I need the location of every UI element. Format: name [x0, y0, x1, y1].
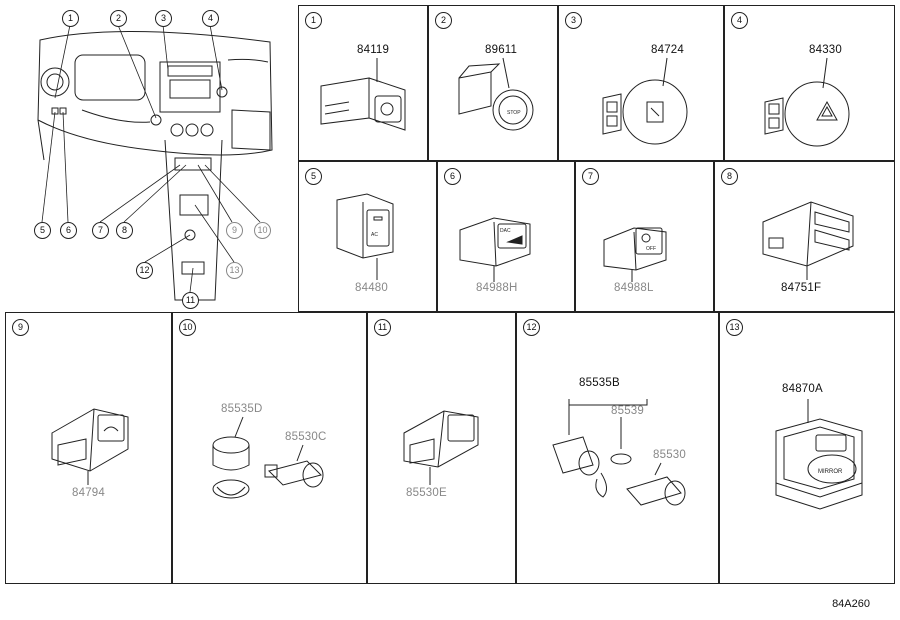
- part-number: 84988L: [614, 282, 654, 294]
- panel-10: 10 85535D 85530C: [172, 312, 367, 584]
- panel-number: 10: [179, 319, 196, 336]
- panel-2: 2 89611 STOP: [428, 5, 558, 161]
- overview-callout-5: 5: [34, 222, 51, 239]
- panel-number: 1: [305, 12, 322, 29]
- svg-text:DAC: DAC: [500, 228, 511, 234]
- panel-number: 5: [305, 168, 322, 185]
- panel-3: 3 84724: [558, 5, 724, 161]
- panel-6: 6 84988H DAC: [437, 161, 575, 312]
- panel-7: 7 84988L OFF: [575, 161, 714, 312]
- panel-number: 12: [523, 319, 540, 336]
- overview-callout-8: 8: [116, 222, 133, 239]
- part-number: 84724: [651, 44, 684, 56]
- headlight-leveling-switch-icon: [320, 58, 406, 131]
- overview-callout-3: 3: [155, 10, 172, 27]
- svg-text:OFF: OFF: [646, 246, 656, 252]
- mirror-switch-icon: MIRROR: [775, 399, 863, 510]
- overview-callout-10: 10: [254, 222, 271, 239]
- part-number: 85530C: [285, 431, 327, 443]
- overview-callout-12: 12: [136, 262, 153, 279]
- part-number: 84794: [72, 487, 105, 499]
- overview-callout-7: 7: [92, 222, 109, 239]
- part-number: 85530: [653, 449, 686, 461]
- part-number: 84480: [355, 282, 388, 294]
- dac-switch-icon: DAC: [459, 217, 531, 282]
- overview-callout-11: 11: [182, 292, 199, 309]
- part-number: 89611: [485, 44, 518, 56]
- dashboard-overview: 1 2 3 4 5 6 7 8 9 10 11 12 13: [0, 0, 298, 312]
- rear-defogger-switch-icon: [51, 408, 129, 485]
- panel-8: 8 84751F: [714, 161, 895, 312]
- part-number: 85530E: [406, 487, 447, 499]
- panel-number: 6: [444, 168, 461, 185]
- part-number: 85535B: [579, 377, 620, 389]
- panel-number: 11: [374, 319, 391, 336]
- vsc-off-switch-icon: OFF: [603, 227, 667, 282]
- cigarette-lighter-socket-icon: [212, 416, 324, 499]
- svg-text:MIRROR: MIRROR: [818, 469, 843, 475]
- hill-descent-switch-icon: [602, 57, 688, 145]
- part-number: 85535D: [221, 403, 263, 415]
- panel-number: 4: [731, 12, 748, 29]
- power-socket-assembly-icon: [552, 399, 686, 506]
- part-number: 84751F: [781, 282, 822, 294]
- panel-number: 2: [435, 12, 452, 29]
- panel-13: 13 84870A MIRROR: [719, 312, 895, 584]
- part-number: 84119: [357, 44, 390, 56]
- overview-callout-13: 13: [226, 262, 243, 279]
- panel-4: 4 84330: [724, 5, 895, 161]
- part-number: 85539: [611, 405, 644, 417]
- panel-number: 8: [721, 168, 738, 185]
- panel-number: 9: [12, 319, 29, 336]
- overview-callout-2: 2: [110, 10, 127, 27]
- part-number: 84870A: [782, 383, 823, 395]
- panel-1: 1 84119: [298, 5, 428, 161]
- panel-5: 5 84480 AC: [298, 161, 437, 312]
- part-number: 84988H: [476, 282, 518, 294]
- panel-number: 13: [726, 319, 743, 336]
- overview-callout-9: 9: [226, 222, 243, 239]
- panel-9: 9 84794: [5, 312, 172, 584]
- aux-outlet-icon: [403, 410, 479, 485]
- panel-11: 11 85530E: [367, 312, 516, 584]
- diagram-code: 84A260: [832, 598, 870, 610]
- panel-number: 3: [565, 12, 582, 29]
- overview-callout-6: 6: [60, 222, 77, 239]
- overview-callout-4: 4: [202, 10, 219, 27]
- panel-12: 12 85535B 85539 85530: [516, 312, 719, 584]
- svg-text:AC: AC: [371, 232, 378, 238]
- part-number: 84330: [809, 44, 842, 56]
- hazard-switch-icon: [764, 57, 850, 147]
- svg-text:STOP: STOP: [507, 110, 521, 116]
- seat-heater-switch-icon: [762, 201, 854, 280]
- power-outlet-switch-icon: AC: [336, 193, 394, 280]
- engine-start-button-icon: STOP: [458, 57, 534, 131]
- panel-number: 7: [582, 168, 599, 185]
- overview-callout-1: 1: [62, 10, 79, 27]
